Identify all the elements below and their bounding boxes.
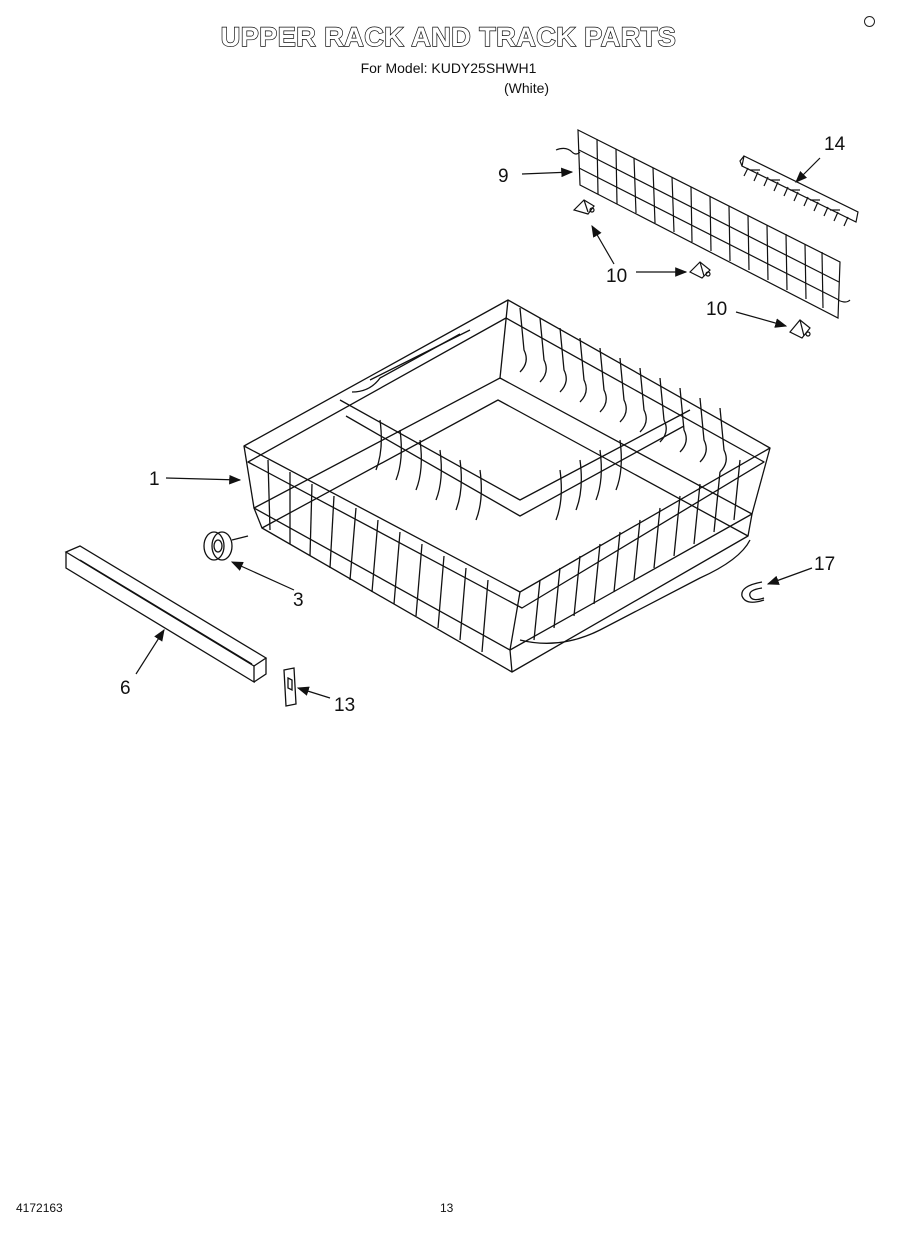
tine-row — [739, 155, 859, 227]
roller-wheel-icon — [203, 531, 249, 561]
callout-3: 3 — [293, 590, 304, 611]
upper-rack — [243, 299, 771, 673]
page-title: UPPER RACK AND TRACK PARTS — [220, 21, 677, 52]
shelf-grid — [555, 129, 851, 319]
callout-6: 6 — [120, 678, 131, 699]
leader-lines — [135, 157, 821, 699]
callout-10a: 10 — [606, 266, 627, 287]
callout-13: 13 — [334, 695, 355, 716]
callout-9: 9 — [498, 166, 509, 187]
callout-17: 17 — [814, 554, 835, 575]
corner-mark — [864, 16, 875, 27]
color-line: (White) — [503, 80, 550, 96]
callout-1: 1 — [149, 469, 160, 490]
model-line: For Model: KUDY25SHWH1 — [360, 60, 537, 76]
callout-10b: 10 — [706, 299, 727, 320]
document-number: 4172163 — [16, 1201, 63, 1215]
clamp-icon — [741, 581, 765, 603]
shelf-clip-icon — [572, 199, 811, 339]
callout-14: 14 — [824, 134, 846, 155]
page-number: 13 — [440, 1201, 454, 1215]
track-stop-icon — [283, 667, 297, 707]
track-rail — [64, 545, 268, 684]
